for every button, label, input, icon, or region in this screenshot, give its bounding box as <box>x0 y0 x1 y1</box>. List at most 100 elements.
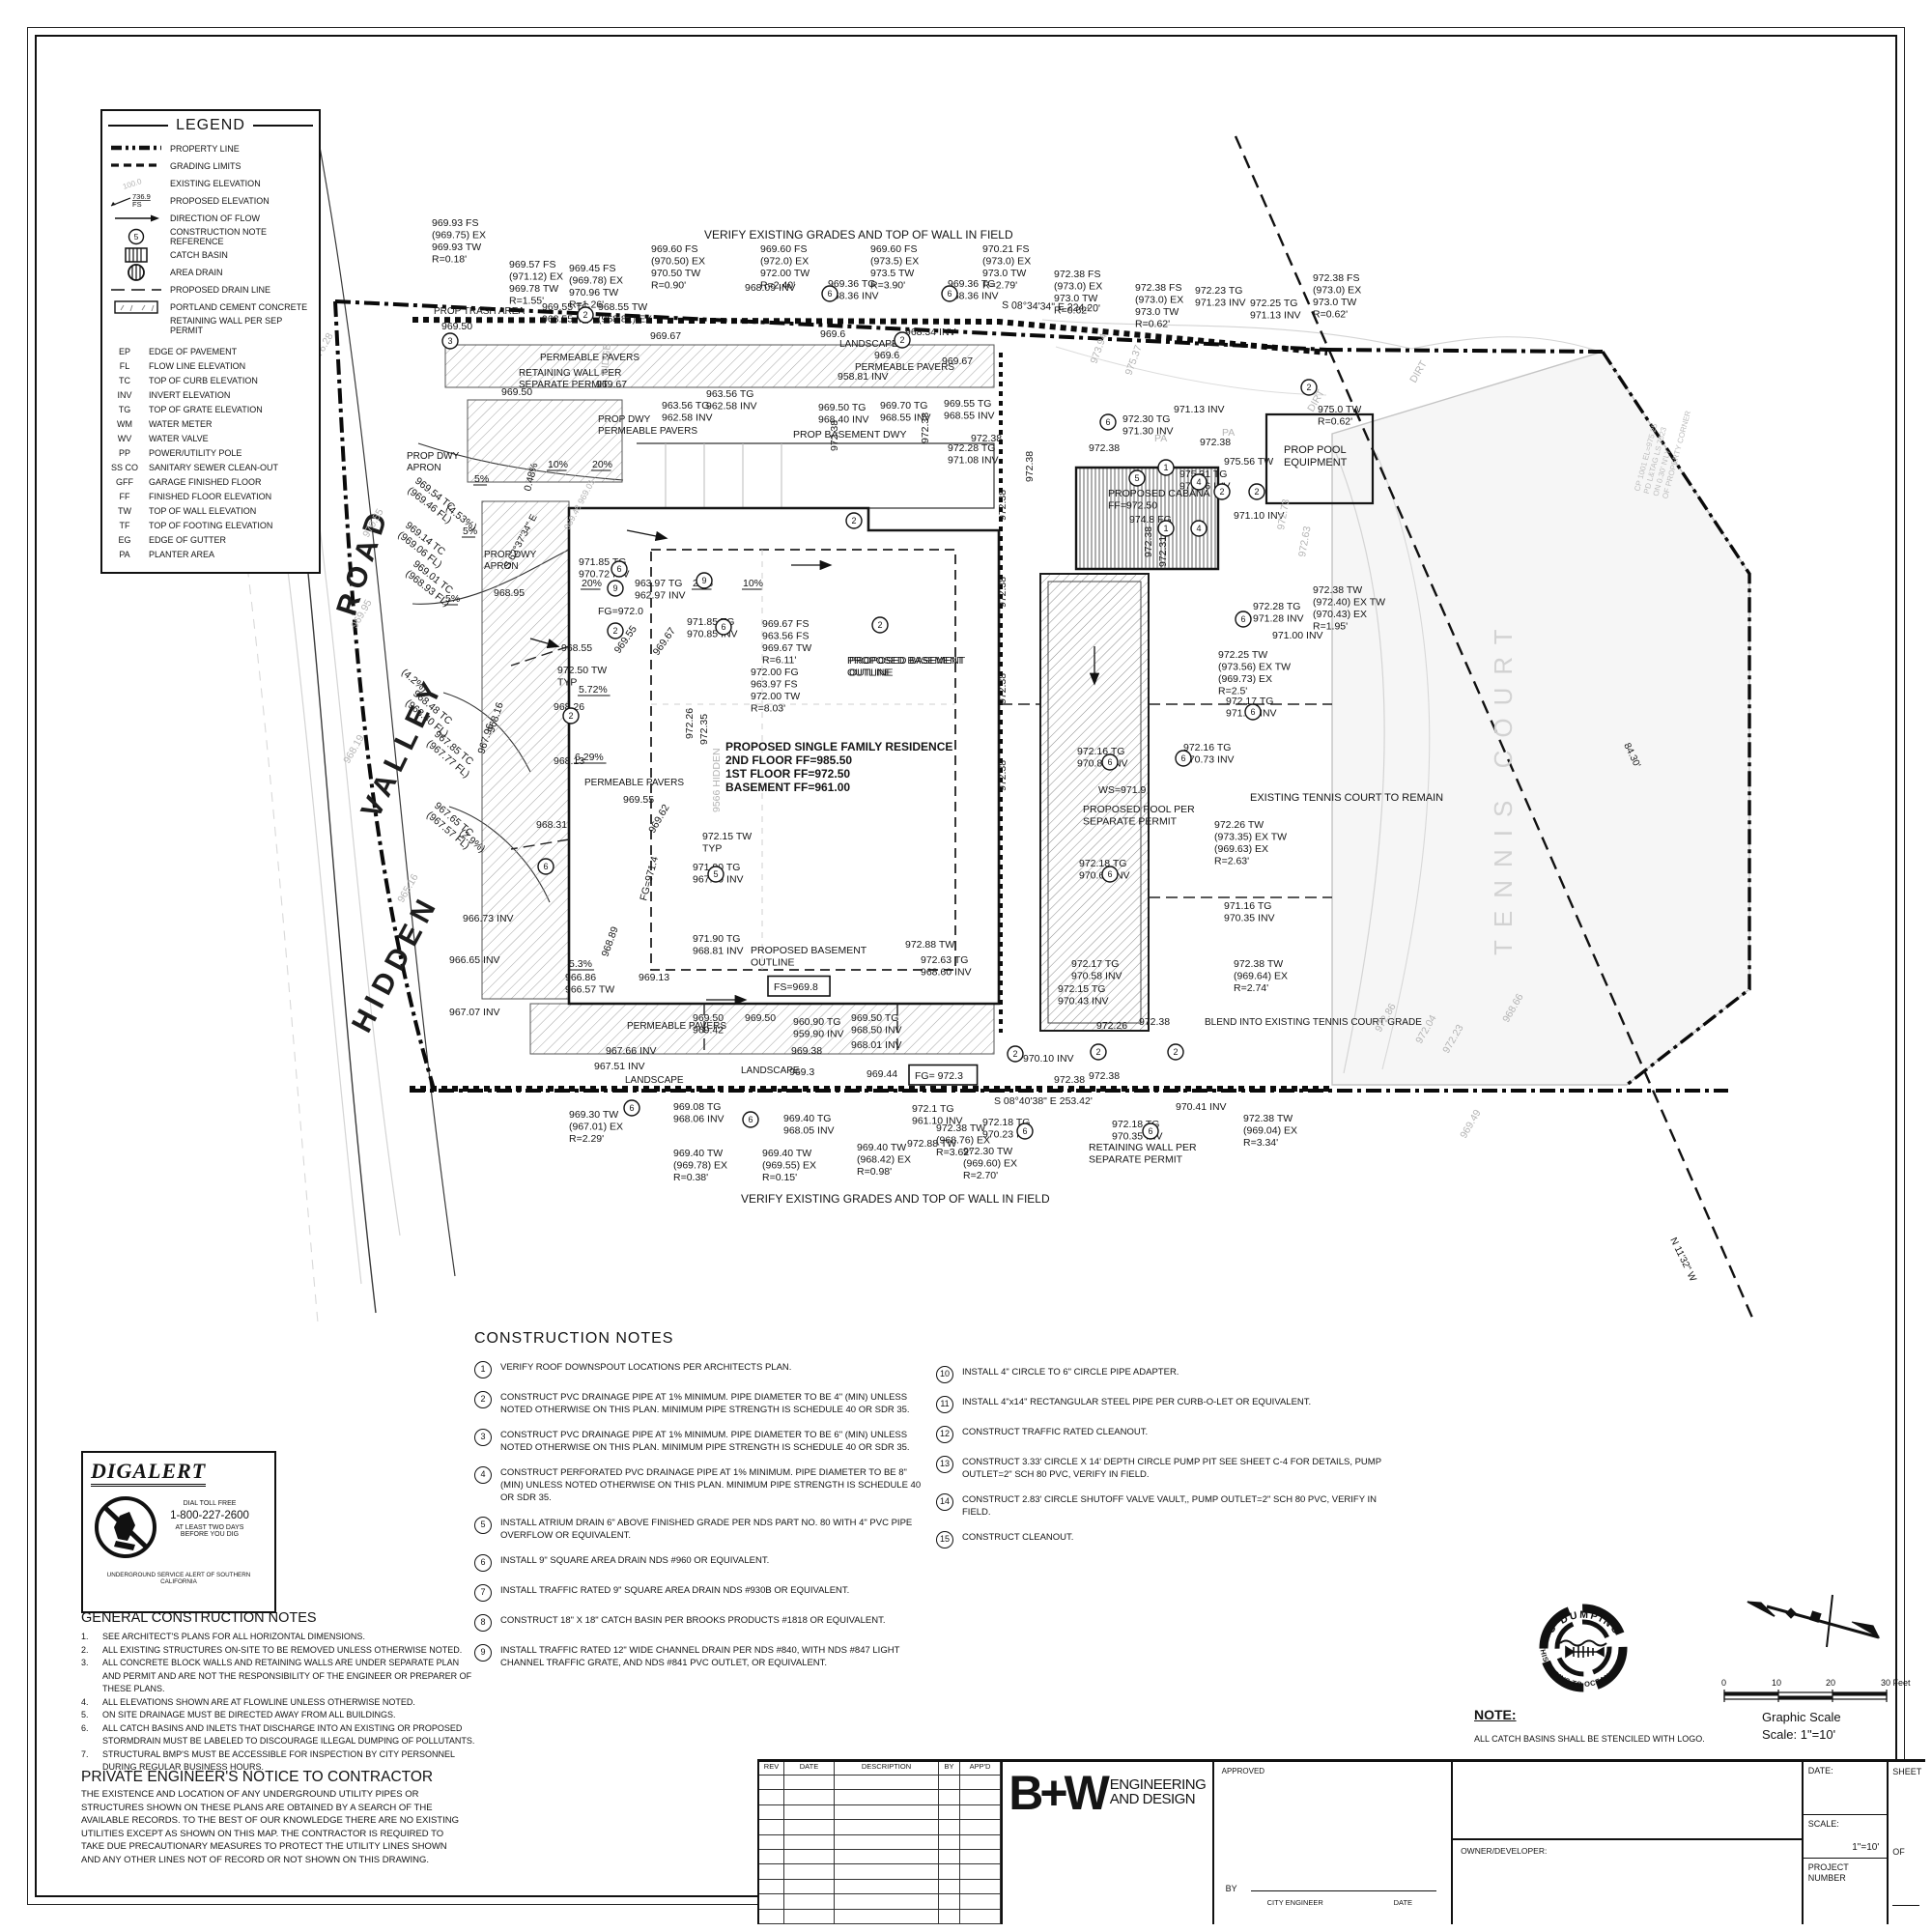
note-text: CONSTRUCT 18" X 18" CATCH BASIN PER BROO… <box>500 1615 886 1626</box>
catch-basin-note-title: NOTE: <box>1474 1707 1517 1722</box>
plan-linework <box>1001 703 1332 898</box>
plan-linework <box>1376 452 1431 1070</box>
plan-label: 966.65 INV <box>449 954 500 966</box>
svg-text:969.67: 969.67 <box>942 355 973 367</box>
abbrev-label: TOP OF WALL ELEVATION <box>149 506 257 516</box>
svg-text:6: 6 <box>616 564 621 574</box>
plan-linework <box>1234 135 1754 1319</box>
revision-empty-row <box>759 1834 1001 1850</box>
abbrev-code: TW <box>118 506 131 516</box>
svg-text:968.13: 968.13 <box>554 755 584 767</box>
svg-text:LANDSCAPE: LANDSCAPE <box>839 339 898 350</box>
revision-cell <box>784 1790 835 1804</box>
plan-label: WS=971.9 <box>1098 784 1146 796</box>
abbrev-code: WM <box>117 419 132 429</box>
svg-text:VERIFY EXISTING GRADES AND TOP: VERIFY EXISTING GRADES AND TOP OF WALL I… <box>741 1192 1050 1206</box>
plan-label: LANDSCAPE <box>625 1075 684 1086</box>
note-number-bubble: 11 <box>936 1396 953 1413</box>
svg-text:972.38: 972.38 <box>920 412 931 443</box>
plan-label: 968.13 <box>554 755 584 767</box>
plan-label: 968.89 <box>600 925 621 958</box>
revision-cell <box>835 1864 939 1879</box>
svg-text:975.56 TW: 975.56 TW <box>1224 456 1273 468</box>
revision-cell <box>784 1894 835 1909</box>
general-note-item: 7.STRUCTURAL BMP'S MUST BE ACCESSIBLE FO… <box>81 1748 477 1775</box>
svg-text:Graphic Scale: Graphic Scale <box>1762 1710 1841 1724</box>
general-note-text: ON SITE DRAINAGE MUST BE DIRECTED AWAY F… <box>102 1710 396 1719</box>
svg-text:10: 10 <box>1772 1678 1781 1688</box>
legend-item: PROPERTY LINE <box>108 140 313 157</box>
svg-text:969.67: 969.67 <box>651 625 678 657</box>
plan-label: 5% <box>462 526 477 538</box>
svg-text:969.30 TW(967.01) EXR=2.29': 969.30 TW(967.01) EXR=2.29' <box>569 1109 623 1145</box>
legend-item: PORTLAND CEMENT CONCRETE <box>108 298 313 316</box>
note-ref-bubble: 6 <box>1235 611 1252 628</box>
plan-label: 969.6 <box>820 328 845 340</box>
plan-label: 972.26 <box>1096 1020 1127 1032</box>
revision-empty-row <box>759 1776 1001 1791</box>
legend-item-label: GRADING LIMITS <box>170 161 242 171</box>
svg-text:FS=969.8: FS=969.8 <box>774 981 818 993</box>
plan-label: S 08°34'34" E 224.20' <box>1002 299 1100 315</box>
svg-text:5.72%: 5.72% <box>579 684 608 696</box>
plan-label: 972.88 TW <box>907 1138 956 1150</box>
legend-item-label: EXISTING ELEVATION <box>170 179 261 188</box>
city-engineer-label: CITY ENGINEER <box>1266 1898 1323 1907</box>
svg-text:6: 6 <box>721 622 725 632</box>
svg-text:9566 HIDDEN: 9566 HIDDEN <box>711 748 723 812</box>
svg-text:6: 6 <box>543 862 548 871</box>
svg-text:969.49: 969.49 <box>1458 1108 1484 1141</box>
svg-text:EXISTING TENNIS COURT TO REMAI: EXISTING TENNIS COURT TO REMAIN <box>1250 792 1443 804</box>
note-ref-bubble: 6 <box>1142 1122 1159 1140</box>
plan-linework <box>334 299 1328 352</box>
abbrev-code: EP <box>118 347 130 356</box>
note-ref-bubble: 9 <box>696 572 713 589</box>
abbrev-code: PA <box>119 550 130 559</box>
abbrev-label: EDGE OF GUTTER <box>149 535 227 545</box>
revision-cell <box>759 1879 784 1894</box>
svg-text:RIDGE: RIDGE <box>599 343 613 376</box>
plan-label: PROP TRASH AREA <box>434 306 525 317</box>
plan-linework <box>1041 319 1412 350</box>
svg-text:966.73 INV: 966.73 INV <box>463 913 514 924</box>
plan-label: 968.01 INV <box>851 1039 902 1051</box>
plan-label: VERIFY EXISTING GRADES AND TOP OF WALL I… <box>741 1192 1050 1206</box>
abbrev-label: SANITARY SEWER CLEAN-OUT <box>149 463 279 472</box>
note-number-bubble: 9 <box>474 1644 492 1662</box>
svg-text:1: 1 <box>1163 524 1168 533</box>
revision-cell <box>759 1894 784 1909</box>
svg-text:972.88 TW: 972.88 TW <box>907 1138 956 1150</box>
svg-text:6: 6 <box>1022 1126 1027 1136</box>
plan-label: 970.41 INV <box>1176 1101 1227 1113</box>
revision-cell <box>759 1776 784 1790</box>
svg-text:969.6: 969.6 <box>874 350 899 361</box>
note-ref-bubble: 2 <box>1248 483 1265 500</box>
note-ref-bubble: 2 <box>1007 1045 1024 1063</box>
svg-text:10%: 10% <box>743 578 763 589</box>
note-ref-bubble: 6 <box>1101 866 1119 883</box>
general-note-text: SEE ARCHITECT'S PLANS FOR ALL HORIZONTAL… <box>102 1632 365 1641</box>
abbrev-label: POWER/UTILITY POLE <box>149 448 242 458</box>
